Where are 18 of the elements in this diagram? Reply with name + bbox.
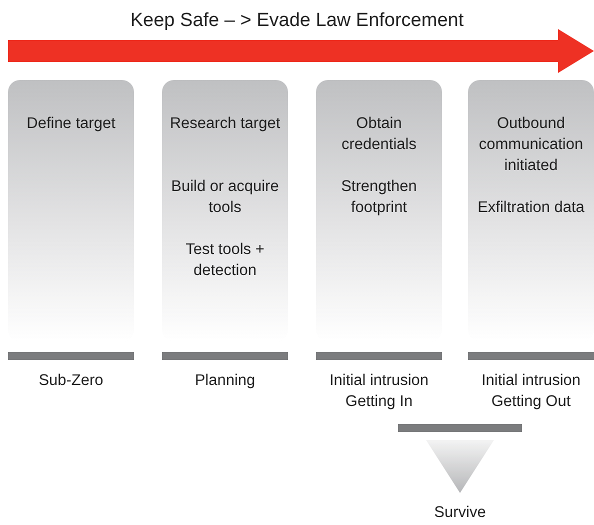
- stage-name: Sub-Zero: [38, 371, 104, 391]
- stage-column: [316, 80, 442, 342]
- stage-column: [468, 80, 594, 342]
- stage-activity: Obtain credentials: [340, 114, 418, 155]
- stage-activity: Research target: [168, 114, 282, 134]
- stage-activity: Outbound communication initiated: [478, 114, 584, 176]
- stage-name: Planning: [194, 371, 256, 391]
- stage-name: Initial intrusion Getting Out: [480, 371, 582, 412]
- stage-activity: Define target: [26, 114, 116, 134]
- title: Keep Safe – > Evade Law Enforcement: [129, 10, 465, 32]
- stage-activity: Build or acquire tools: [170, 177, 280, 218]
- outcome-label: Survive: [433, 503, 487, 523]
- stage-column: [162, 80, 288, 342]
- stage-activity: Exfiltration data: [476, 198, 586, 218]
- stage-activity: Strengthen footprint: [340, 177, 418, 218]
- stage-activity: Test tools + detection: [184, 240, 266, 281]
- stage-name: Initial intrusion Getting In: [328, 371, 430, 412]
- stage-column: [8, 80, 134, 342]
